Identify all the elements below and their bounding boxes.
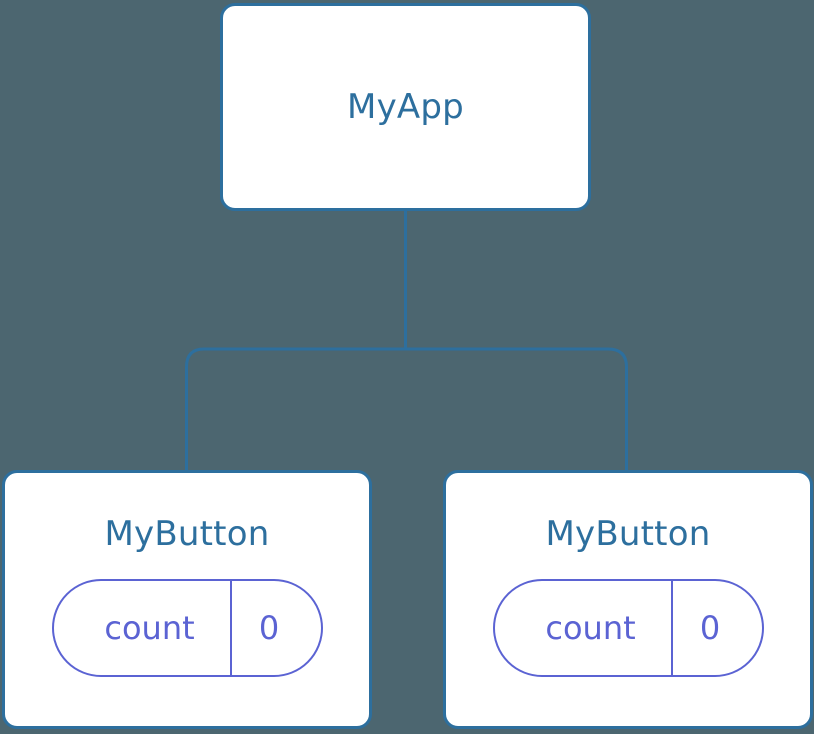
node-mybutton-1-label: MyButton	[104, 514, 270, 554]
state-value-1: 0	[258, 609, 280, 647]
node-mybutton-2-label: MyButton	[545, 514, 711, 554]
node-mybutton-1[interactable]: MyButton count 0	[2, 470, 372, 729]
state-key-2: count	[545, 609, 636, 647]
state-pill-2[interactable]: count 0	[492, 579, 764, 677]
node-mybutton-2[interactable]: MyButton count 0	[443, 470, 813, 729]
state-pill-1[interactable]: count 0	[51, 579, 323, 677]
node-myapp[interactable]: MyApp	[220, 3, 591, 211]
node-myapp-label: MyApp	[347, 87, 464, 127]
state-value-2: 0	[699, 609, 721, 647]
state-pill-divider-2	[670, 581, 673, 675]
edge-bus-to-child-right	[405, 347, 628, 470]
edge-bus-to-child-left	[185, 347, 406, 470]
state-pill-divider-1	[229, 581, 232, 675]
state-key-1: count	[104, 609, 195, 647]
